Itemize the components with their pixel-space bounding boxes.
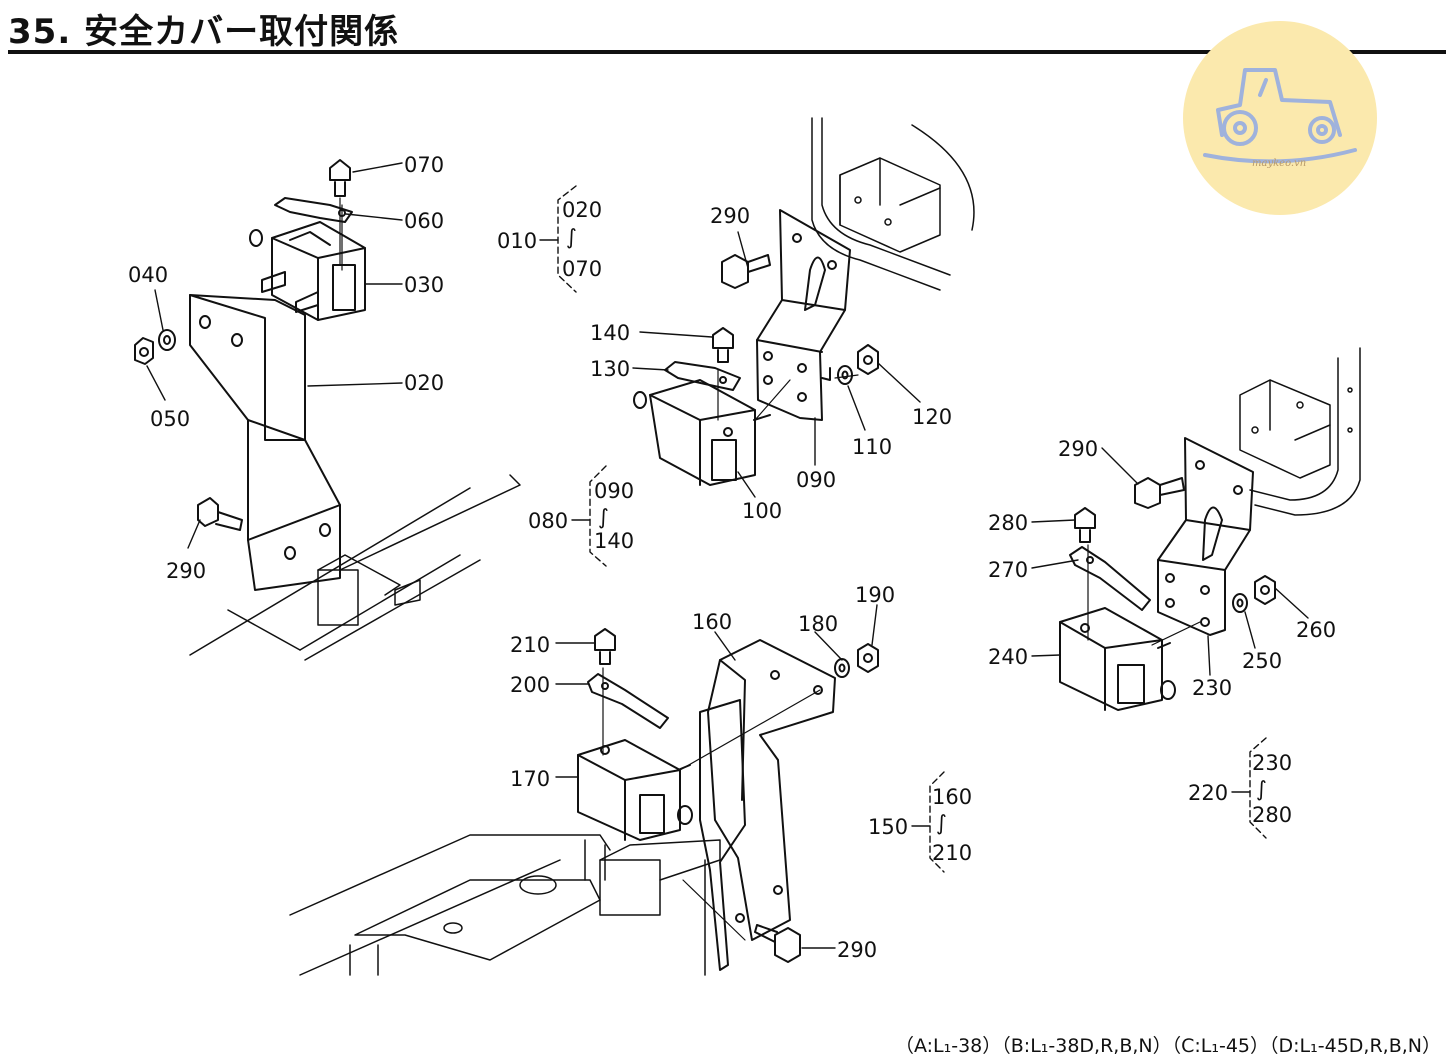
title-rule xyxy=(8,50,1446,54)
group-label-010-to: 070 xyxy=(562,257,602,281)
fender-outline-upper xyxy=(811,117,975,291)
label-030: 030 xyxy=(404,273,444,297)
fender-outline-right xyxy=(1239,347,1361,516)
group-label-010: 010 xyxy=(497,229,537,253)
group-label-220: 220 xyxy=(1188,781,1228,805)
bracket-020 xyxy=(189,294,341,591)
callout-labels: 070 060 030 040 050 020 290 290 140 130 … xyxy=(128,153,1336,962)
assembly-guide-lines xyxy=(341,204,1201,941)
label-050: 050 xyxy=(150,407,190,431)
bolt-290-right xyxy=(1134,477,1185,509)
chassis-lines-upper-left xyxy=(189,474,521,661)
label-160: 160 xyxy=(692,610,732,634)
label-040: 040 xyxy=(128,263,168,287)
bolt-290-lower xyxy=(754,924,801,963)
group-bracket-080 xyxy=(571,465,607,567)
bolt-070 xyxy=(329,159,351,266)
group-label-080: 080 xyxy=(528,509,568,533)
label-110: 110 xyxy=(852,435,892,459)
group-label-150: 150 xyxy=(868,815,908,839)
label-230: 230 xyxy=(1192,676,1232,700)
label-190: 190 xyxy=(855,583,895,607)
chassis-lines-lower xyxy=(289,834,721,976)
latch-100 xyxy=(633,379,771,486)
bolt-290-upper-mid xyxy=(721,254,771,289)
label-120: 120 xyxy=(912,405,952,429)
label-290-upper-mid: 290 xyxy=(710,204,750,228)
spring-clip-200 xyxy=(587,673,669,729)
washer-110-nut-120 xyxy=(821,344,879,385)
label-280: 280 xyxy=(988,511,1028,535)
watermark-logo: maykeo.vn xyxy=(1183,21,1377,215)
group-label-080-to: 140 xyxy=(594,529,634,553)
group-bracket-010 xyxy=(539,185,577,293)
label-260: 260 xyxy=(1296,618,1336,642)
label-180: 180 xyxy=(798,612,838,636)
bolt-280 xyxy=(1074,507,1096,543)
page-title: 35. 安全カバー取付関係 xyxy=(8,12,400,52)
label-270: 270 xyxy=(988,558,1028,582)
bracket-160 xyxy=(699,639,836,971)
label-250: 250 xyxy=(1242,649,1282,673)
group-label-220-from: 230 xyxy=(1252,751,1292,775)
label-100: 100 xyxy=(742,499,782,523)
washer-040-nut-050 xyxy=(134,329,176,365)
label-130: 130 xyxy=(590,357,630,381)
bolt-290-upper-left xyxy=(197,497,243,531)
label-290-lower: 290 xyxy=(837,938,877,962)
label-060: 060 xyxy=(404,209,444,233)
group-label-150-from: 160 xyxy=(932,785,972,809)
label-170: 170 xyxy=(510,767,550,791)
group-label-150-to: 210 xyxy=(932,841,972,865)
spring-clip-130 xyxy=(664,361,741,391)
label-290-upper-left: 290 xyxy=(166,559,206,583)
group-bracket-150 xyxy=(911,771,945,873)
model-footnote: （A:L₁-38）（B:L₁-38D,R,B,N）（C:L₁-45）（D:L₁-… xyxy=(894,1035,1441,1057)
label-210: 210 xyxy=(510,633,550,657)
group-label-010-from: 020 xyxy=(562,198,602,222)
bracket-090 xyxy=(756,209,851,421)
bolt-210 xyxy=(594,628,616,665)
label-020: 020 xyxy=(404,371,444,395)
group-label-220-to: 280 xyxy=(1252,803,1292,827)
group-label-080-from: 090 xyxy=(594,479,634,503)
washer-250-nut-260 xyxy=(1232,575,1276,613)
watermark-text: maykeo.vn xyxy=(1252,158,1306,169)
group-bracket-220 xyxy=(1231,737,1267,839)
label-240: 240 xyxy=(988,645,1028,669)
washer-180-nut-190 xyxy=(834,643,879,678)
group-tilde-150: ∫ xyxy=(936,811,947,835)
latch-170 xyxy=(577,739,693,841)
latch-030 xyxy=(249,221,366,321)
label-200: 200 xyxy=(510,673,550,697)
label-140: 140 xyxy=(590,321,630,345)
spring-clip-270 xyxy=(1069,546,1151,611)
label-070: 070 xyxy=(404,153,444,177)
label-290-right: 290 xyxy=(1058,437,1098,461)
bracket-230 xyxy=(1157,437,1254,636)
latch-240 xyxy=(1059,607,1176,711)
group-tilde-010: ∫ xyxy=(566,225,577,249)
group-tilde-220: ∫ xyxy=(1256,777,1267,801)
label-090: 090 xyxy=(796,468,836,492)
bolt-140 xyxy=(712,327,734,363)
group-tilde-080: ∫ xyxy=(598,505,609,529)
leader-lines xyxy=(146,162,1309,949)
